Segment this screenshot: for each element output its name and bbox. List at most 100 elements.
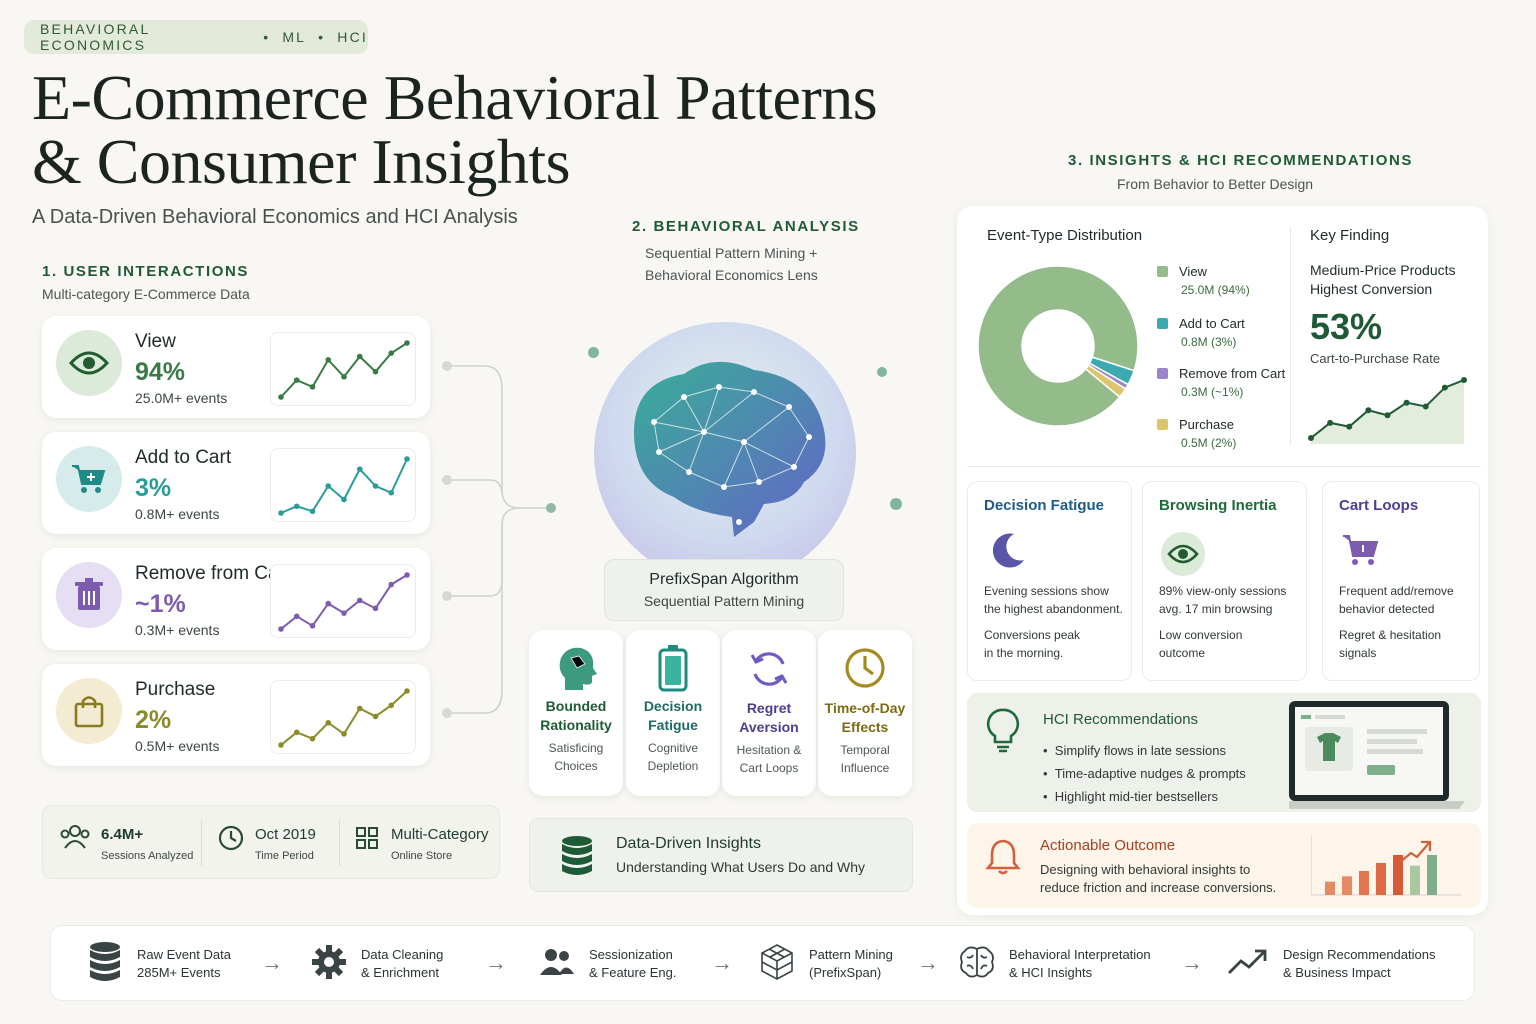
- trend-point: [309, 623, 316, 629]
- stat-period-label: Time Period: [255, 850, 314, 862]
- grid-icon: [355, 826, 379, 855]
- pipeline-step-sessionization: Sessionization& Feature Eng.: [539, 926, 676, 1002]
- impact-bar: [1376, 863, 1386, 895]
- users-icon: [539, 947, 575, 982]
- brain-icon: [634, 361, 826, 537]
- legend-item-remove-from-cart: Remove from Cart 0.3M (~1%): [1157, 366, 1285, 399]
- divider: [1290, 226, 1291, 446]
- bag-icon: [56, 678, 122, 744]
- dataset-stats-bar: 6.4M+ Sessions Analyzed Oct 2019 Time Pe…: [42, 805, 500, 879]
- legend-item-purchase: Purchase 0.5M (2%): [1157, 417, 1236, 450]
- algorithm-label-box: PrefixSpan Algorithm Sequential Pattern …: [604, 559, 844, 621]
- trend-point: [388, 581, 395, 588]
- metric-name: Remove from Cart: [135, 563, 291, 584]
- tag-hci: HCI: [337, 29, 368, 45]
- trend-point: [372, 368, 379, 375]
- decor-dot: [877, 367, 887, 377]
- metric-percent: 94%: [135, 358, 186, 386]
- trend-point: [325, 483, 332, 489]
- metric-card-add-to-cart[interactable]: Add to Cart 3% 0.8M+ events: [42, 432, 430, 534]
- clock-icon: [217, 824, 245, 857]
- hci-item: • Highlight mid-tier bestsellers: [1043, 789, 1219, 804]
- trend-point: [1461, 377, 1467, 383]
- metric-card-view[interactable]: View 94% 25.0M+ events: [42, 316, 430, 418]
- metric-name: Purchase: [135, 679, 216, 700]
- donut-slice-view: [977, 265, 1139, 427]
- section3-subheading: From Behavior to Better Design: [1117, 176, 1314, 192]
- trend-point: [325, 357, 332, 363]
- cube-network-icon: [759, 943, 795, 986]
- metric-percent: ~1%: [135, 590, 186, 618]
- actionable-outcome-box: Actionable Outcome Designing with behavi…: [967, 823, 1481, 908]
- trend-point: [1308, 435, 1314, 441]
- pipeline-step-interpretation: Behavioral Interpretation& HCI Insights: [959, 926, 1151, 1002]
- tag-ml: ML: [282, 29, 307, 45]
- title-line-1: E-Commerce Behavioral Patterns: [32, 62, 878, 133]
- key-finding-label: Cart-to-Purchase Rate: [1310, 351, 1441, 366]
- trend-up-icon: [1227, 947, 1269, 982]
- impact-bar: [1359, 871, 1369, 895]
- metric-name: View: [135, 331, 176, 352]
- divider: [967, 466, 1481, 467]
- brain-network-graphic: [594, 322, 856, 584]
- legend-swatch: [1157, 419, 1168, 430]
- trend-point: [404, 456, 410, 462]
- trend-arrow-icon: [1398, 840, 1432, 864]
- donut-slice-purchase: [1084, 364, 1127, 399]
- bell-icon: [985, 837, 1021, 880]
- purchase-trend-sparkline: [270, 680, 416, 754]
- stat-sessions-label: Sessions Analyzed: [101, 850, 194, 862]
- metric-card-remove-from-cart[interactable]: Remove from Cart ~1% 0.3M+ events: [42, 548, 430, 650]
- impact-bar: [1427, 855, 1437, 895]
- divider: [339, 820, 340, 866]
- trend-point: [325, 600, 332, 607]
- trend-point: [1384, 412, 1391, 419]
- flow-connectors: [442, 361, 556, 718]
- trend-point: [278, 742, 284, 748]
- trend-line: [280, 458, 408, 514]
- legend-swatch: [1157, 318, 1168, 329]
- trend-point: [372, 713, 379, 720]
- decor-dot: [890, 498, 902, 510]
- page-subtitle: A Data-Driven Behavioral Economics and H…: [32, 206, 518, 228]
- trend-point: [404, 340, 410, 346]
- laptop-illustration: [1279, 701, 1475, 816]
- section3-heading: 3. INSIGHTS & HCI RECOMMENDATIONS: [1068, 152, 1414, 169]
- hci-item: • Simplify flows in late sessions: [1043, 743, 1227, 758]
- gear-icon: [311, 944, 347, 985]
- trend-point: [341, 731, 347, 737]
- section2-sub-line2: Behavioral Economics Lens: [645, 267, 818, 283]
- trend-point: [293, 377, 300, 383]
- legend-swatch: [1157, 266, 1168, 277]
- stat-category-value: Multi-Category: [391, 826, 489, 843]
- trend-line: [280, 574, 408, 630]
- metric-events: 0.3M+ events: [135, 622, 220, 638]
- topic-tags: BEHAVIORAL ECONOMICS • ML • HCI: [24, 20, 368, 54]
- pipeline-step-cleaning: Data Cleaning& Enrichment: [311, 926, 443, 1002]
- brain-icon: [959, 945, 995, 984]
- arrow-icon: →: [917, 950, 939, 975]
- trend-point: [356, 466, 363, 472]
- arrow-icon: →: [261, 950, 283, 975]
- metric-card-purchase[interactable]: Purchase 2% 0.5M+ events: [42, 664, 430, 766]
- lightbulb-icon: [985, 707, 1021, 758]
- title-line-2: & Consumer Insights: [32, 126, 571, 197]
- metric-events: 25.0M+ events: [135, 390, 228, 406]
- algorithm-title: PrefixSpan Algorithm: [649, 571, 799, 588]
- database-icon: [87, 941, 123, 988]
